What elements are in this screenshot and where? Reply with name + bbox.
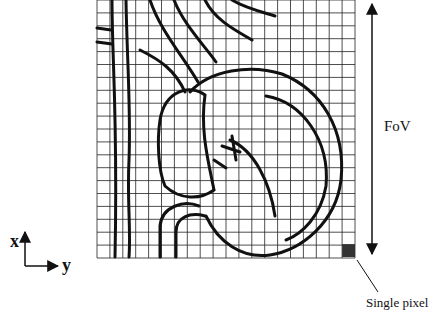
callout-label: Single pixel <box>366 296 428 310</box>
axis-label: x <box>10 232 19 252</box>
leader-line <box>357 260 378 292</box>
single-pixel <box>342 244 355 257</box>
fov-label: FoV <box>384 118 411 135</box>
fov-arrow <box>371 4 373 254</box>
pixel-grid <box>97 0 355 258</box>
axis-label: y <box>62 256 71 276</box>
x-axis-arrow <box>24 232 26 266</box>
y-axis-arrow <box>25 265 58 267</box>
heart-outline <box>97 0 342 257</box>
